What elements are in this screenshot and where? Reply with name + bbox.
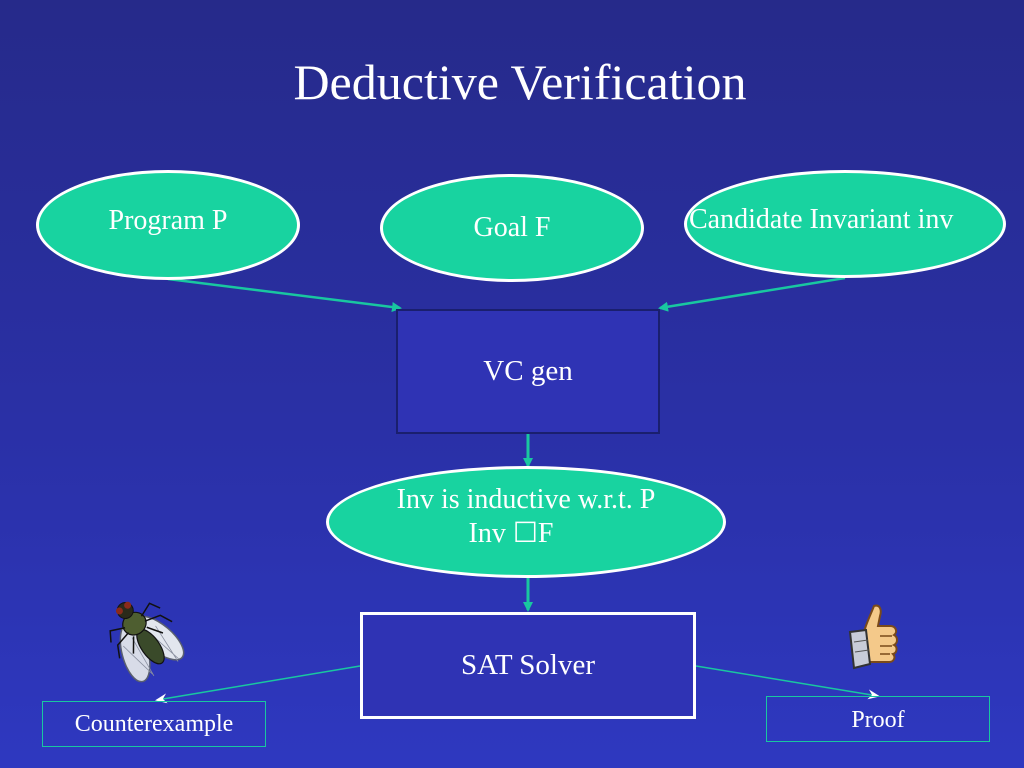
condition-line-1: Inv is inductive w.r.t. P [396, 484, 656, 515]
cuff [848, 628, 872, 670]
sat-solver-label: SAT Solver [460, 649, 595, 681]
thumbs-up-icon [848, 604, 898, 670]
goal-node: Goal F [380, 174, 644, 282]
arrow-program-to-vcgen [167, 277, 402, 312]
proof-box: Proof [766, 696, 990, 742]
goal-label: Goal F [473, 212, 551, 243]
proof-label: Proof [851, 707, 905, 733]
vcgen-box: VC gen [396, 309, 660, 434]
program-node: Program P [36, 170, 300, 280]
condition-node: Inv is inductive w.r.t. P Inv ☐F [326, 466, 726, 578]
invariant-label: Candidate Invariant inv [689, 204, 954, 235]
arrow-solver-to-proof [695, 665, 880, 700]
counterexample-box: Counterexample [42, 701, 266, 747]
vcgen-label: VC gen [483, 355, 573, 387]
sat-solver-box: SAT Solver [360, 612, 696, 719]
condition-line-2: Inv ☐F [468, 518, 554, 549]
slide-title: Deductive Verification [293, 54, 747, 110]
invariant-node: Candidate Invariant inv [684, 170, 1006, 278]
fly-icon [109, 601, 185, 683]
arrow-invariant-to-vcgen [658, 276, 846, 312]
arrow-solver-to-counterexample [155, 665, 361, 704]
program-label: Program P [108, 205, 228, 236]
counterexample-label: Counterexample [74, 710, 234, 737]
